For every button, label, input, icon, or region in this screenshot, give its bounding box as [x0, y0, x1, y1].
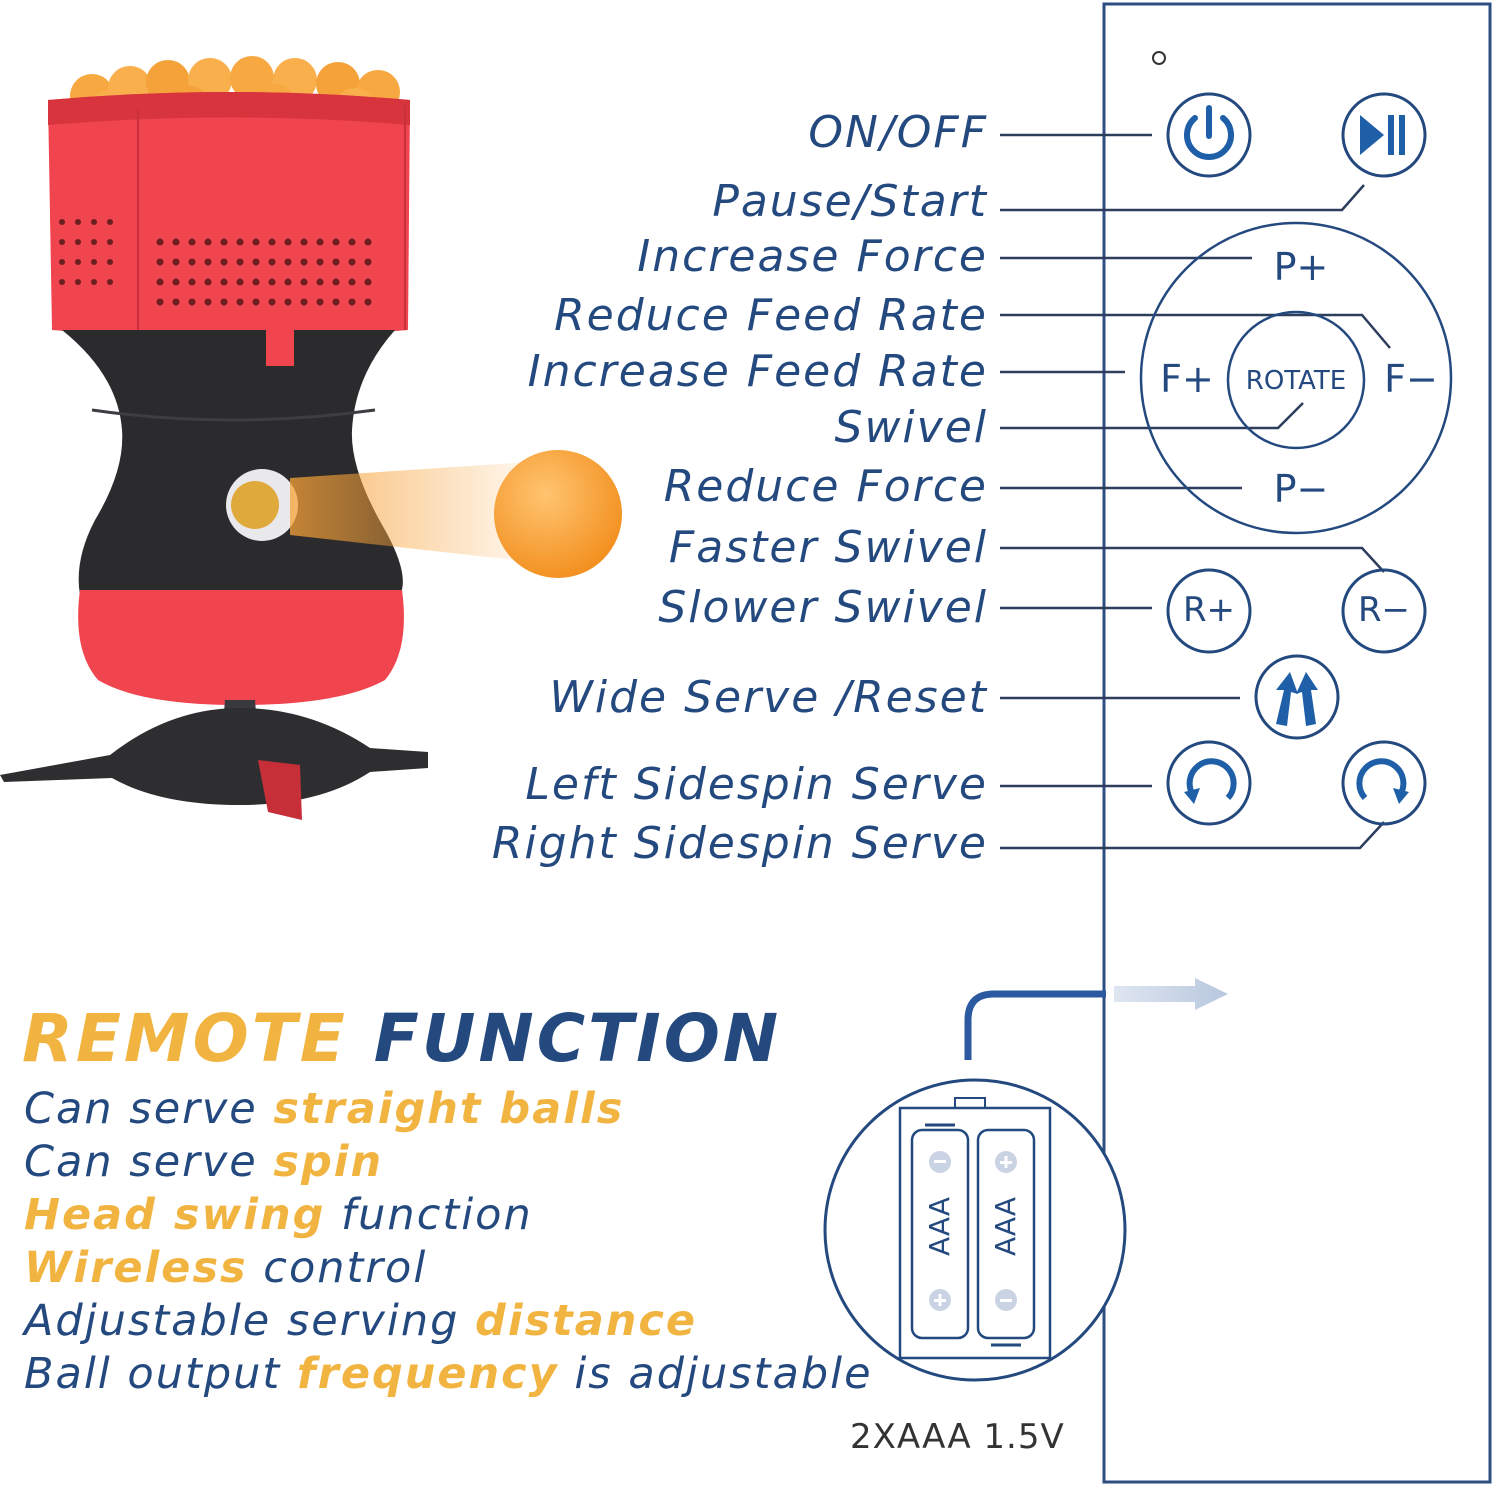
slide-arrow-icon: [1114, 978, 1228, 1010]
battery-cell-left: [910, 1128, 970, 1340]
wide-serve-button-ring: [1254, 654, 1340, 740]
power-button-ring: [1166, 92, 1252, 178]
right-spin-button-ring: [1341, 740, 1427, 826]
feature-item: Head swing function: [24, 1190, 533, 1240]
label-right-sidespin-serve: Right Sidespin Serve: [491, 818, 988, 869]
label-faster-swivel: Faster Swivel: [668, 522, 988, 573]
r-minus-button-ring: [1341, 568, 1427, 654]
label-reduce-force: Reduce Force: [663, 461, 988, 512]
battery-cell-label-right: AAA: [989, 1196, 1022, 1256]
leader-lines: [1000, 133, 1391, 850]
power-icon: [1184, 105, 1234, 160]
battery-spec: 2XAAA 1.5V: [850, 1417, 1065, 1457]
label-increase-feed-rate: Increase Feed Rate: [527, 346, 988, 397]
r-minus-button[interactable]: R−: [1357, 590, 1411, 630]
label-reduce-feed-rate: Reduce Feed Rate: [554, 290, 988, 341]
r-plus-button[interactable]: R+: [1182, 590, 1236, 630]
label-on-off: ON/OFF: [808, 107, 988, 158]
play-pause-button-ring: [1341, 92, 1427, 178]
rotate-button-ring: [1226, 310, 1366, 450]
label-slower-swivel: Slower Swivel: [658, 582, 988, 633]
feature-item: Can serve straight balls: [24, 1084, 625, 1134]
label-left-sidespin-serve: Left Sidespin Serve: [525, 759, 988, 810]
remote-body: [1102, 2, 1492, 1484]
battery-cell-right: [976, 1128, 1036, 1340]
battery-compartment-circle: [823, 1078, 1127, 1382]
ball-machine-illustration: [0, 56, 622, 820]
feature-item: Ball output frequency is adjustable: [24, 1349, 873, 1399]
feature-item: Can serve spin: [24, 1137, 384, 1187]
feature-item: Wireless control: [24, 1243, 428, 1293]
remote-function-heading: REMOTE FUNCTION: [22, 1006, 781, 1072]
right-sidespin-icon: [1356, 758, 1409, 804]
heading-part2: FUNCTION: [373, 1000, 782, 1077]
left-spin-button-ring: [1166, 740, 1252, 826]
p-plus-button[interactable]: P+: [1273, 245, 1329, 289]
left-sidespin-icon: [1184, 758, 1237, 804]
dpad-outer-ring: [1139, 221, 1453, 535]
r-plus-button-ring: [1166, 568, 1252, 654]
label-wide-serve-reset: Wide Serve /Reset: [549, 672, 988, 723]
f-minus-button[interactable]: F−: [1384, 357, 1438, 401]
f-plus-button[interactable]: F+: [1160, 357, 1214, 401]
play-pause-icon: [1360, 115, 1405, 155]
wide-serve-reset-icon: [1276, 672, 1318, 726]
vent-holes: [59, 219, 372, 306]
rotate-button[interactable]: ROTATE: [1245, 366, 1347, 396]
battery-illustration: [823, 978, 1228, 1382]
indicator-led: [1152, 51, 1166, 65]
label-swivel: Swivel: [834, 402, 988, 453]
p-minus-button[interactable]: P−: [1273, 467, 1329, 511]
battery-cell-label-left: AAA: [923, 1196, 956, 1256]
label-pause-start: Pause/Start: [712, 176, 988, 227]
heading-part1: REMOTE: [22, 1000, 348, 1077]
battery-connector-line: [964, 990, 1106, 1060]
label-increase-force: Increase Force: [637, 231, 988, 282]
launched-ball: [494, 450, 622, 578]
feature-item: Adjustable serving distance: [24, 1296, 697, 1346]
